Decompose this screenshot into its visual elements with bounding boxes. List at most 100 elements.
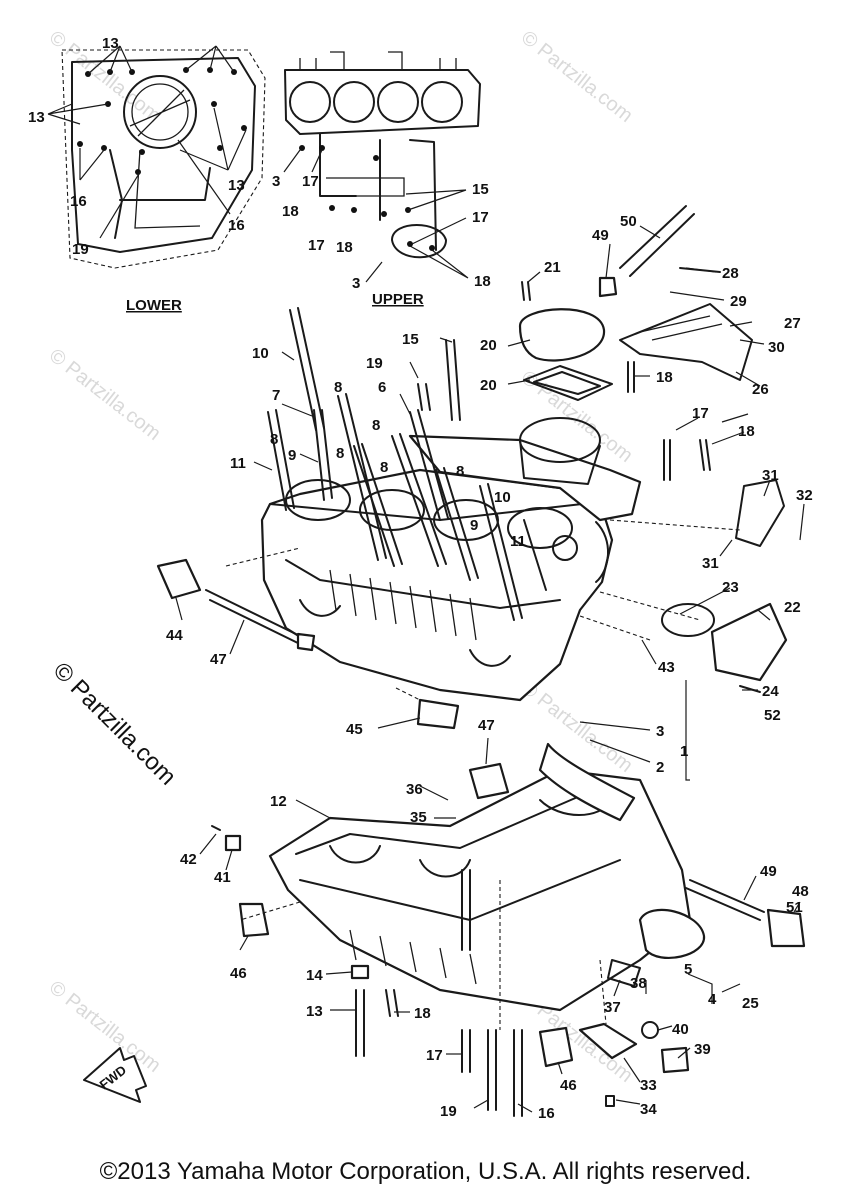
callout-8: 8: [336, 445, 344, 462]
callout-20: 19: [440, 1103, 457, 1120]
watermark-main: © Partzilla.com: [48, 657, 181, 790]
callout-19: 19: [366, 355, 383, 372]
callout-43: 41: [214, 869, 231, 886]
upper-case-inset: [283, 51, 481, 283]
callout-49: 47: [478, 717, 495, 734]
callout-7: 7: [272, 387, 280, 404]
callout-46: 44: [166, 627, 183, 644]
callout-52: 50: [620, 213, 637, 230]
callout-38: 36: [406, 781, 423, 798]
callout-1: 1: [680, 743, 688, 760]
callout-20: 19: [72, 241, 89, 258]
callout-13: 13: [28, 109, 45, 126]
lower-crankcase: [268, 742, 806, 1012]
callout-37: 35: [410, 809, 427, 826]
callout-14: 14: [306, 967, 323, 984]
callout-17: 16: [70, 193, 87, 210]
right-side-covers: [579, 479, 788, 693]
callout-18: 18: [414, 1005, 431, 1022]
callout-18: 18: [738, 423, 755, 440]
breather-cover-assembly: [417, 205, 753, 481]
watermark-text: © Partzilla.com: [45, 345, 165, 445]
callout-49: 48: [792, 883, 809, 900]
callout-51: 49: [592, 227, 609, 244]
callout-42: 40: [672, 1021, 689, 1038]
callout-33: 31: [702, 555, 719, 572]
callout-52: 52: [764, 707, 781, 724]
callout-15: 15: [402, 331, 419, 348]
callout-12: 12: [270, 793, 287, 810]
callout-25: 23: [722, 579, 739, 596]
callout-45: 43: [658, 659, 675, 676]
crankcase-exploded-diagram: © Partzilla.com © Partzilla.com © Partzi…: [28, 27, 813, 1122]
callout-10: 10: [494, 489, 511, 506]
callout-48: 47: [210, 651, 227, 668]
callout-29: 27: [784, 315, 801, 332]
callout-8: 8: [372, 417, 380, 434]
callout-13: 13: [306, 1003, 323, 1020]
callout-46: 45: [346, 721, 363, 738]
callout-44: 42: [180, 851, 197, 868]
callout-40: 38: [630, 975, 647, 992]
callout-8: 8: [270, 431, 278, 448]
callout-26: 24: [762, 683, 779, 700]
callout-18: 18: [656, 369, 673, 386]
leader-lines: [175, 225, 805, 1113]
callout-2: 2: [656, 759, 664, 776]
callout-6: 6: [378, 379, 386, 396]
callout-5: 5: [684, 961, 692, 978]
callout-18: 18: [474, 273, 491, 290]
fwd-label: FWD: [97, 1062, 130, 1092]
callout-16: 16: [228, 217, 245, 234]
callout-3: 3: [352, 275, 360, 292]
callout-17: 17: [472, 209, 489, 226]
callout-31: 30: [768, 339, 785, 356]
callout-16: 16: [538, 1105, 555, 1122]
watermark-text: © Partzilla.com: [517, 27, 637, 127]
callout-18: 17: [308, 237, 325, 254]
callout-22: 20: [480, 377, 497, 394]
callout-41: 39: [694, 1041, 711, 1058]
callout-51: 51: [786, 899, 803, 916]
callout-24: 22: [784, 599, 801, 616]
callout-19: 18: [336, 239, 353, 256]
callout-19: 18: [282, 203, 299, 220]
callout-17: 17: [302, 173, 319, 190]
callout-11: 11: [510, 533, 526, 550]
callout-34: 32: [796, 487, 813, 504]
callout-47: 46: [230, 965, 247, 982]
callout-50: 49: [760, 863, 777, 880]
callout-9: 9: [470, 517, 478, 534]
callout-13: 13: [228, 177, 245, 194]
callout-39: 37: [604, 999, 621, 1016]
callout-11: 11: [230, 455, 246, 472]
upper-view-label: UPPER: [372, 291, 424, 308]
callout-21: 20: [480, 337, 497, 354]
lower-view-label: LOWER: [126, 297, 182, 314]
callout-27: 25: [742, 995, 759, 1012]
left-side-plugs: [156, 547, 460, 730]
callout-47: 46: [560, 1077, 577, 1094]
lower-left-parts: [211, 825, 690, 1117]
callout-9: 9: [288, 447, 296, 464]
callout-17: 17: [692, 405, 709, 422]
callout-23: 21: [544, 259, 561, 276]
callout-30: 28: [722, 265, 739, 282]
callout-8: 8: [334, 379, 342, 396]
callout-17: 17: [426, 1047, 443, 1064]
lower-case-inset: [47, 45, 266, 269]
callout-4: 4: [708, 991, 717, 1008]
callout-28: 26: [752, 381, 769, 398]
callout-3: 3: [272, 173, 280, 190]
copyright-notice: ©2013 Yamaha Motor Corporation, U.S.A. A…: [99, 1158, 752, 1185]
callout-31: 29: [730, 293, 747, 310]
callout-layer: 1 2 3 3 3 4 5 6 7 8 8 8 8 8 8 9 9 10 10 …: [28, 35, 813, 1122]
callout-3: 3: [656, 723, 664, 740]
callout-8: 8: [456, 463, 464, 480]
callout-10: 10: [252, 345, 269, 362]
callout-32: 31: [762, 467, 779, 484]
cylinder-studs: [267, 307, 547, 621]
callout-15: 15: [472, 181, 489, 198]
callout-36: 34: [640, 1101, 657, 1118]
callout-13: 13: [102, 35, 119, 52]
